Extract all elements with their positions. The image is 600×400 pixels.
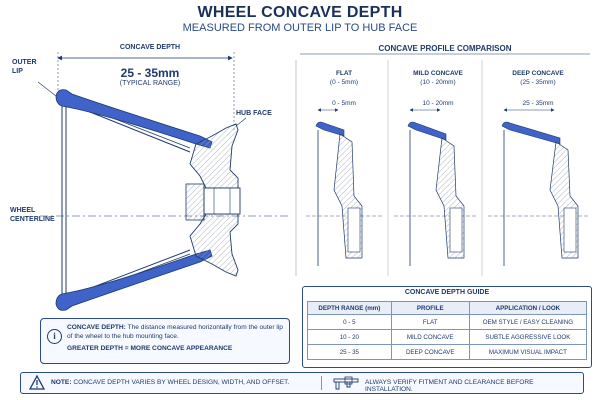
profile-drawing xyxy=(315,108,363,266)
panel-name: FLAT xyxy=(335,70,353,77)
guide-table: DEPTH RANGE (mm) PROFILE APPLICATION / L… xyxy=(307,301,588,360)
concave-depth-label: CONCAVE DEPTH xyxy=(119,44,181,51)
note-text: NOTE: CONCAVE DEPTH VARIES BY WHEEL DESI… xyxy=(51,379,289,386)
profile-drawing xyxy=(501,108,579,266)
page-title: WHEEL CONCAVE DEPTH xyxy=(197,4,403,21)
profile-drawing xyxy=(407,108,465,266)
definition-body: The distance measured horizontally from … xyxy=(67,324,283,340)
spoke-profile xyxy=(501,121,561,145)
spoke-profile xyxy=(407,121,447,141)
note-divider xyxy=(321,376,322,390)
definition-box: i CONCAVE DEPTH: The distance measured h… xyxy=(40,318,290,364)
panel-name: MILD CONCAVE xyxy=(413,70,463,77)
cell-depth: 10 - 20 xyxy=(307,329,392,345)
profile-panel: FLAT (0 - 5mm) 0 - 5mm xyxy=(300,66,388,276)
panel-dimension: 25 - 35mm xyxy=(522,100,554,107)
note-label: NOTE: xyxy=(51,379,72,386)
cell-application: MAXIMUM VISUAL IMPACT xyxy=(468,344,588,360)
profile-panel: MILD CONCAVE (10 - 20mm) 10 - 20mm xyxy=(392,66,484,276)
table-row: 10 - 20 MILD CONCAVE SUBTLE AGGRESSIVE L… xyxy=(307,329,588,345)
cell-depth: 25 - 35 xyxy=(307,344,392,360)
cell-profile: DEEP CONCAVE xyxy=(390,344,470,360)
outer-lip-line1: OUTER xyxy=(12,59,37,66)
panel-dimension: 10 - 20mm xyxy=(422,100,454,107)
table-header-row: DEPTH RANGE (mm) PROFILE APPLICATION / L… xyxy=(307,301,588,315)
cell-depth: 0 - 5 xyxy=(307,314,392,330)
panel-range: (10 - 20mm) xyxy=(420,79,456,86)
guide-title: CONCAVE DEPTH GUIDE xyxy=(404,289,490,296)
hub-bore xyxy=(449,207,463,253)
profile-panels: FLAT (0 - 5mm) 0 - 5mm MILD CONCAVE (10 - 20… xyxy=(300,66,590,276)
cell-application: OEM STYLE / EASY CLEANING xyxy=(468,314,588,330)
note-body: CONCAVE DEPTH VARIES BY WHEEL DESIGN, WI… xyxy=(73,379,290,386)
profile-panel: DEEP CONCAVE (25 - 35mm) 25 - 35mm xyxy=(486,66,590,276)
panel-dimension: 0 - 5mm xyxy=(332,100,356,107)
info-icon: i xyxy=(47,329,62,344)
cell-application: SUBTLE AGGRESSIVE LOOK xyxy=(468,329,588,345)
centerline-line1: WHEEL xyxy=(10,207,36,214)
hub-face-label: HUB FACE xyxy=(236,110,272,117)
table-row: 0 - 5 FLAT OEM STYLE / EASY CLEANING xyxy=(307,314,588,330)
definition-emphasis: GREATER DEPTH = MORE CONCAVE APPEARANCE xyxy=(67,345,233,352)
centerline-line2: CENTERLINE xyxy=(10,216,55,223)
cell-profile: FLAT xyxy=(390,314,470,330)
note-advice: ALWAYS VERIFY FITMENT AND CLEARANCE BEFO… xyxy=(365,379,534,393)
comparison-title: CONCAVE PROFILE COMPARISON xyxy=(378,44,512,53)
hub-bore xyxy=(563,207,577,253)
warning-icon xyxy=(29,375,45,390)
depth-range-value: 25 - 35mm xyxy=(120,66,180,80)
spoke-profile xyxy=(315,121,345,137)
typical-range-note: (TYPICAL RANGE) xyxy=(119,80,181,87)
panel-name: DEEP CONCAVE xyxy=(512,70,564,77)
definition-term: CONCAVE DEPTH: xyxy=(67,324,126,331)
header-profile: PROFILE xyxy=(390,301,470,315)
wheel-centerline-label: WHEEL CENTERLINE xyxy=(10,206,55,224)
cell-profile: MILD CONCAVE xyxy=(390,329,470,345)
definition-text: CONCAVE DEPTH: The distance measured hor… xyxy=(67,323,285,353)
outer-lip-line2: LIP xyxy=(12,68,23,75)
panel-range: (25 - 35mm) xyxy=(520,79,556,86)
table-row: 25 - 35 DEEP CONCAVE MAXIMUM VISUAL IMPA… xyxy=(307,344,588,360)
depth-guide: CONCAVE DEPTH GUIDE DEPTH RANGE (mm) PRO… xyxy=(302,286,592,368)
outer-lip-label: OUTER LIP xyxy=(12,58,37,76)
header-application: APPLICATION / LOOK xyxy=(468,301,588,315)
page-subtitle: MEASURED FROM OUTER LIP TO HUB FACE xyxy=(182,22,418,34)
panel-range: (0 - 5mm) xyxy=(329,79,359,86)
hub-bore xyxy=(347,207,361,253)
caliper-icon xyxy=(333,376,359,390)
note-bar: NOTE: CONCAVE DEPTH VARIES BY WHEEL DESI… xyxy=(20,372,584,394)
header-depth: DEPTH RANGE (mm) xyxy=(307,301,392,315)
